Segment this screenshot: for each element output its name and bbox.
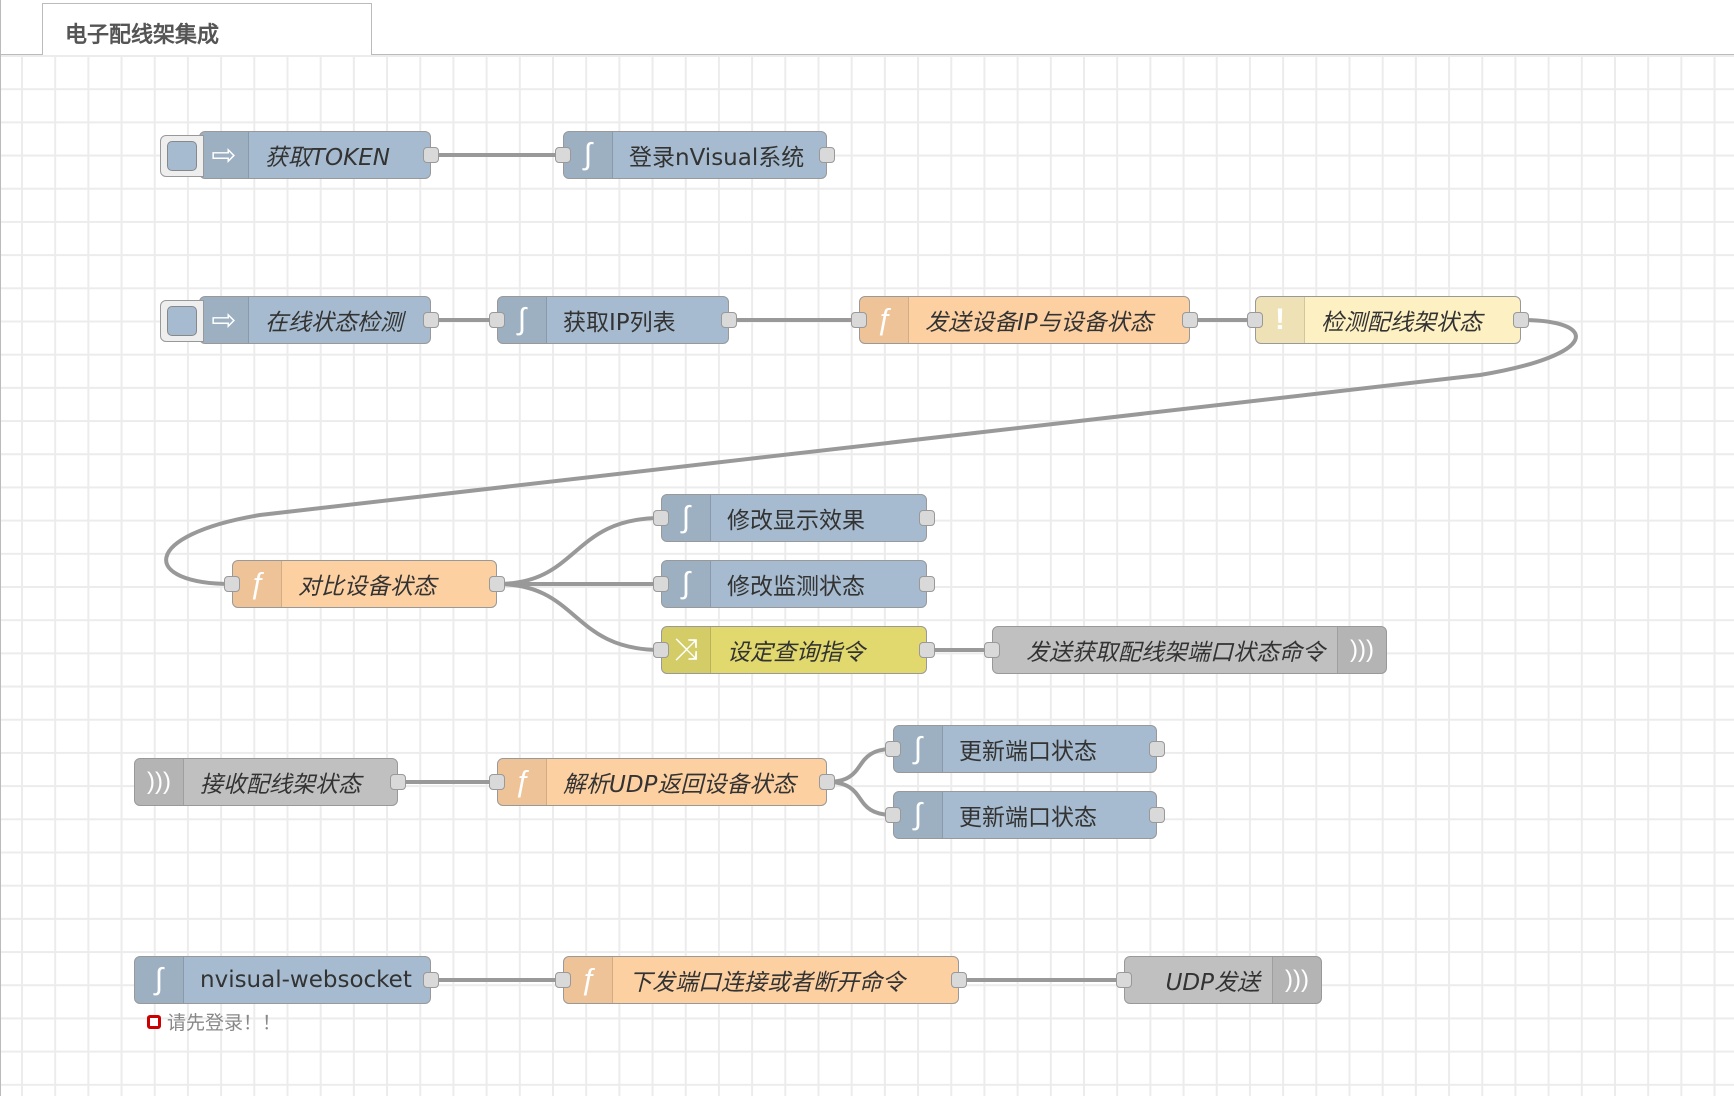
node-parse-udp[interactable]: ƒ 解析UDP返回设备状态 xyxy=(489,758,835,806)
node-label: 更新端口状态 xyxy=(959,805,1097,831)
input-port[interactable] xyxy=(1116,972,1132,988)
node-label: 对比设备状态 xyxy=(298,574,436,600)
status-text: 请先登录！！ xyxy=(167,1012,282,1034)
node-get-token[interactable]: ⇨ 获取TOKEN xyxy=(160,131,439,179)
node-label: 修改显示效果 xyxy=(727,508,865,534)
node-send-port-cmd[interactable]: ƒ 下发端口连接或者断开命令 xyxy=(555,956,967,1004)
arrow-right-icon: ⇨ xyxy=(200,132,249,178)
node-label: 获取TOKEN xyxy=(265,145,390,171)
udp-icon: ))) xyxy=(1337,627,1386,673)
input-port[interactable] xyxy=(653,576,669,592)
http-icon: ∫ xyxy=(894,726,943,772)
udp-icon: ))) xyxy=(1272,957,1321,1003)
node-send-ip-status[interactable]: ƒ 发送设备IP与设备状态 xyxy=(851,296,1198,344)
node-status: 请先登录！！ xyxy=(147,1008,281,1035)
tab-flow[interactable]: 电子配线架集成 xyxy=(42,3,372,56)
http-icon: ∫ xyxy=(894,792,943,838)
function-icon: ƒ xyxy=(498,759,547,805)
node-label: 获取IP列表 xyxy=(563,310,676,336)
node-label: nvisual-websocket xyxy=(200,967,412,993)
output-port[interactable] xyxy=(489,576,505,592)
node-check-rack-status[interactable]: ! 检测配线架状态 xyxy=(1247,296,1529,344)
arrow-right-icon: ⇨ xyxy=(200,297,249,343)
input-port[interactable] xyxy=(1247,312,1263,328)
input-port[interactable] xyxy=(653,510,669,526)
output-port[interactable] xyxy=(951,972,967,988)
output-port[interactable] xyxy=(919,576,935,592)
function-icon: ƒ xyxy=(860,297,909,343)
output-port[interactable] xyxy=(1513,312,1529,328)
output-port[interactable] xyxy=(423,972,439,988)
input-port[interactable] xyxy=(653,642,669,658)
output-port[interactable] xyxy=(390,774,406,790)
input-port[interactable] xyxy=(489,312,505,328)
http-icon: ∫ xyxy=(498,297,547,343)
node-label: 接收配线架状态 xyxy=(200,772,361,798)
input-port[interactable] xyxy=(555,972,571,988)
node-get-ip-list[interactable]: ∫ 获取IP列表 xyxy=(489,296,737,344)
node-login-nvisual[interactable]: ∫ 登录nVisual系统 xyxy=(555,131,835,179)
input-port[interactable] xyxy=(885,807,901,823)
output-port[interactable] xyxy=(819,147,835,163)
http-icon: ∫ xyxy=(662,561,711,607)
output-port[interactable] xyxy=(819,774,835,790)
output-port[interactable] xyxy=(919,642,935,658)
node-label: 设定查询指令 xyxy=(727,640,865,666)
input-port[interactable] xyxy=(555,147,571,163)
node-label: 下发端口连接或者断开命令 xyxy=(629,970,905,996)
node-label: 发送设备IP与设备状态 xyxy=(925,310,1153,336)
input-port[interactable] xyxy=(851,312,867,328)
node-nvisual-websocket[interactable]: ∫ nvisual-websocket xyxy=(134,956,439,1004)
input-port[interactable] xyxy=(224,576,240,592)
output-port[interactable] xyxy=(1149,741,1165,757)
node-label: UDP发送 xyxy=(1165,970,1260,996)
node-compare-status[interactable]: ƒ 对比设备状态 xyxy=(224,560,505,608)
node-online-check[interactable]: ⇨ 在线状态检测 xyxy=(160,296,439,344)
output-port[interactable] xyxy=(1149,807,1165,823)
node-label: 更新端口状态 xyxy=(959,739,1097,765)
node-label: 在线状态检测 xyxy=(265,310,403,336)
node-update-port-1[interactable]: ∫ 更新端口状态 xyxy=(885,725,1165,773)
node-receive-rack-status[interactable]: ))) 接收配线架状态 xyxy=(134,758,406,806)
workspace-tab-bar: 电子配线架集成 xyxy=(0,0,1734,56)
output-port[interactable] xyxy=(423,312,439,328)
node-label: 修改监测状态 xyxy=(727,574,865,600)
http-icon: ∫ xyxy=(662,495,711,541)
input-port[interactable] xyxy=(885,741,901,757)
node-label: 解析UDP返回设备状态 xyxy=(563,772,796,798)
input-port[interactable] xyxy=(984,642,1000,658)
function-icon: ƒ xyxy=(233,561,282,607)
output-port[interactable] xyxy=(423,147,439,163)
inject-trigger-button[interactable] xyxy=(160,300,204,342)
output-port[interactable] xyxy=(721,312,737,328)
input-port[interactable] xyxy=(489,774,505,790)
tab-label: 电子配线架集成 xyxy=(65,23,220,48)
udp-icon: ))) xyxy=(135,759,184,805)
node-modify-monitor[interactable]: ∫ 修改监测状态 xyxy=(653,560,935,608)
output-port[interactable] xyxy=(919,510,935,526)
node-label: 检测配线架状态 xyxy=(1321,310,1482,336)
node-label: 发送获取配线架端口状态命令 xyxy=(1026,640,1325,666)
node-set-query-cmd[interactable]: ⤨ 设定查询指令 xyxy=(653,626,935,674)
node-send-port-query[interactable]: 发送获取配线架端口状态命令 ))) xyxy=(984,626,1387,674)
shuffle-icon: ⤨ xyxy=(662,627,711,673)
status-error-icon xyxy=(147,1014,161,1029)
http-icon: ∫ xyxy=(564,132,613,178)
output-port[interactable] xyxy=(1182,312,1198,328)
function-icon: ƒ xyxy=(564,957,613,1003)
node-update-port-2[interactable]: ∫ 更新端口状态 xyxy=(885,791,1165,839)
http-icon: ∫ xyxy=(135,957,184,1003)
node-modify-display[interactable]: ∫ 修改显示效果 xyxy=(653,494,935,542)
inject-trigger-button[interactable] xyxy=(160,135,204,177)
node-label: 登录nVisual系统 xyxy=(629,145,805,171)
exclamation-icon: ! xyxy=(1256,297,1305,343)
node-udp-send[interactable]: UDP发送 ))) xyxy=(1116,956,1322,1004)
